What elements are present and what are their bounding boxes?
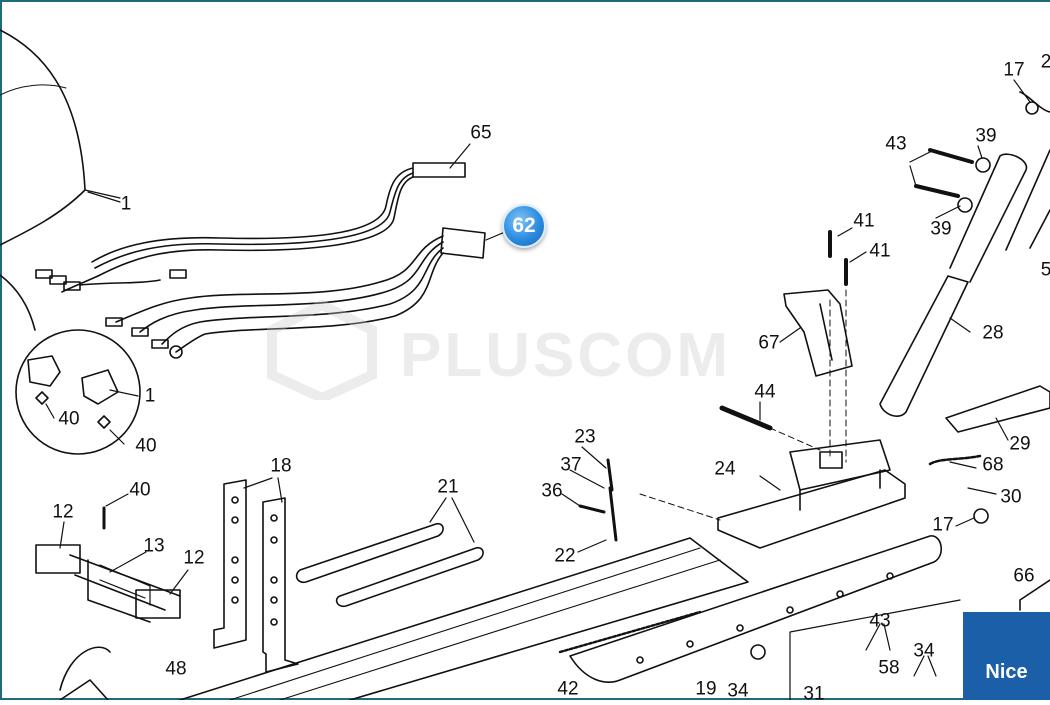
chain-21	[295, 522, 484, 608]
watermark-logo-icon	[267, 300, 377, 400]
part-31	[789, 599, 961, 700]
part-label-19: 19	[695, 678, 717, 700]
part-label-24: 24	[714, 458, 736, 480]
motor-cover	[0, 29, 86, 246]
highlight-badge-62[interactable]: 62	[502, 204, 546, 248]
watermark-text: PLUSCOM	[400, 321, 731, 390]
part-label-22: 22	[554, 545, 576, 567]
part-label-39: 39	[930, 218, 952, 240]
part-label-39: 39	[975, 125, 997, 147]
part-label-18: 18	[270, 455, 292, 477]
part-label-40: 40	[58, 408, 80, 430]
part-label-48: 48	[165, 658, 187, 680]
bracket-67	[783, 289, 853, 377]
part-label-65: 65	[470, 122, 492, 144]
arm-28	[879, 149, 1050, 433]
part-label-30: 30	[1000, 486, 1022, 508]
part-label-13: 13	[143, 535, 165, 557]
part-label-12: 12	[52, 501, 74, 523]
part-label-41: 41	[853, 210, 875, 232]
part-label-66: 66	[1013, 565, 1035, 587]
part-label-23: 23	[574, 426, 596, 448]
carriage-24	[717, 439, 906, 549]
part-label-41: 41	[869, 240, 891, 262]
part-label-43: 43	[885, 133, 907, 155]
part-label-1: 1	[120, 193, 132, 215]
part-label-44: 44	[754, 381, 776, 403]
cable-62	[105, 227, 486, 359]
clip-part	[27, 355, 61, 387]
part-label-2: 2	[1040, 51, 1050, 73]
clip-part-2	[81, 369, 119, 405]
detail-circle	[15, 329, 141, 455]
part-label-5: 5	[1040, 259, 1050, 281]
part-label-17: 17	[1003, 59, 1025, 81]
part-label-37: 37	[560, 454, 582, 476]
part-label-28: 28	[982, 322, 1004, 344]
part-label-36: 36	[541, 480, 563, 502]
part-label-1: 1	[144, 385, 156, 407]
part-48	[59, 646, 111, 691]
part-label-21: 21	[437, 476, 459, 498]
part-label-43: 43	[869, 610, 891, 632]
motor-cover-base	[0, 274, 36, 331]
part-label-68: 68	[982, 454, 1004, 476]
part-label-12: 12	[183, 547, 205, 569]
part-label-29: 29	[1009, 433, 1031, 455]
part-label-58: 58	[878, 657, 900, 679]
bracket-18	[213, 479, 299, 673]
part-label-34: 34	[913, 640, 935, 662]
rail	[179, 535, 942, 700]
leader-lines	[45, 79, 1031, 677]
part-label-40: 40	[129, 479, 151, 501]
part-label-40: 40	[135, 435, 157, 457]
brand-logo: Nice	[963, 612, 1050, 700]
part-label-67: 67	[758, 332, 780, 354]
cable-65	[35, 162, 466, 293]
part-label-17: 17	[932, 514, 954, 536]
switch-assembly	[35, 544, 181, 623]
part-label-42: 42	[557, 678, 579, 700]
part-66	[1019, 579, 1050, 611]
part-label-34: 34	[727, 680, 749, 702]
hardware	[102, 91, 1050, 660]
part-label-31: 31	[803, 683, 825, 705]
